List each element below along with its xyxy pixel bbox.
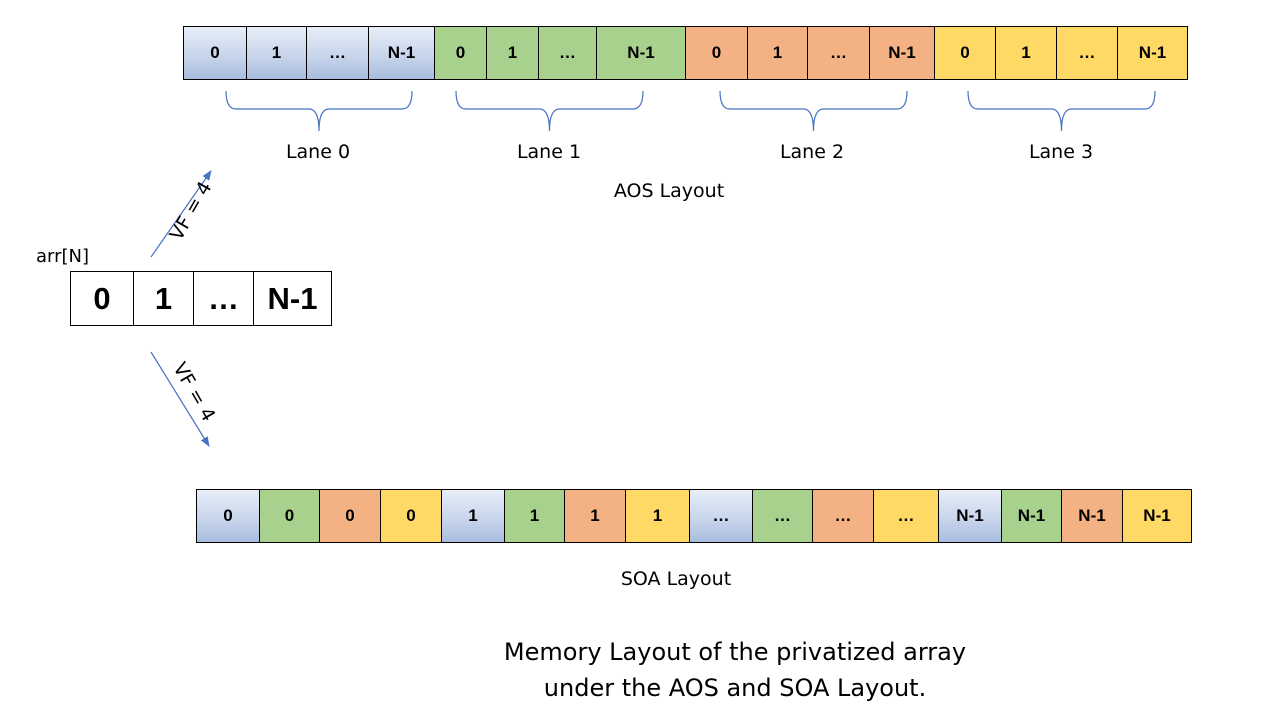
- source-array-row: 0 1 … N-1: [70, 271, 332, 326]
- aos-cell: …: [808, 27, 870, 79]
- aos-cell: 1: [748, 27, 808, 79]
- soa-cell: N-1: [1062, 490, 1123, 542]
- soa-cell: …: [753, 490, 813, 542]
- aos-cell: 0: [435, 27, 487, 79]
- soa-cell: 1: [505, 490, 565, 542]
- aos-cell: 1: [996, 27, 1057, 79]
- aos-cell: N-1: [369, 27, 435, 79]
- figure-caption-line-2: under the AOS and SOA Layout.: [543, 674, 927, 702]
- soa-cell: 0: [197, 490, 260, 542]
- aos-cell: 1: [487, 27, 539, 79]
- lane-1-label: Lane 1: [516, 141, 582, 163]
- soa-cell: N-1: [1002, 490, 1062, 542]
- soa-cell: 1: [626, 490, 690, 542]
- soa-cell: N-1: [1123, 490, 1191, 542]
- aos-layout-caption: AOS Layout: [613, 180, 725, 202]
- soa-cell: …: [690, 490, 753, 542]
- aos-cell: 0: [184, 27, 247, 79]
- arr-cell: N-1: [254, 272, 331, 325]
- figure-caption: Memory Layout of the privatized array un…: [435, 634, 1035, 706]
- arrow-to-aos: [150, 170, 212, 258]
- arr-cell: …: [194, 272, 254, 325]
- figure-caption-line-1: Memory Layout of the privatized array: [503, 638, 967, 666]
- soa-cell: N-1: [939, 490, 1002, 542]
- arr-cell: 0: [71, 272, 134, 325]
- aos-cell: …: [539, 27, 597, 79]
- aos-cell: 0: [935, 27, 996, 79]
- lane-2-brace: [719, 90, 908, 132]
- lane-braces: [225, 90, 1156, 132]
- soa-cell: …: [874, 490, 939, 542]
- aos-cell: 0: [686, 27, 748, 79]
- arr-label: arr[N]: [36, 246, 90, 267]
- lane-3-brace: [967, 90, 1156, 132]
- soa-cell: …: [813, 490, 874, 542]
- lane-3-label: Lane 3: [1028, 141, 1094, 163]
- aos-cell: …: [307, 27, 369, 79]
- aos-cell: 1: [247, 27, 307, 79]
- soa-cell: 0: [320, 490, 381, 542]
- arrow-to-soa: [150, 351, 210, 447]
- lane-2-label: Lane 2: [779, 141, 845, 163]
- aos-cell: N-1: [870, 27, 935, 79]
- aos-cell: N-1: [597, 27, 686, 79]
- soa-cell: 0: [381, 490, 442, 542]
- aos-cell: …: [1057, 27, 1118, 79]
- lane-1-brace: [455, 90, 644, 132]
- soa-layout-caption: SOA Layout: [620, 568, 732, 590]
- lane-0-brace: [225, 90, 413, 132]
- arr-cell: 1: [134, 272, 194, 325]
- aos-cell: N-1: [1118, 27, 1187, 79]
- soa-cell: 0: [260, 490, 320, 542]
- soa-cell: 1: [442, 490, 505, 542]
- lane-0-label: Lane 0: [285, 141, 351, 163]
- soa-cell: 1: [565, 490, 626, 542]
